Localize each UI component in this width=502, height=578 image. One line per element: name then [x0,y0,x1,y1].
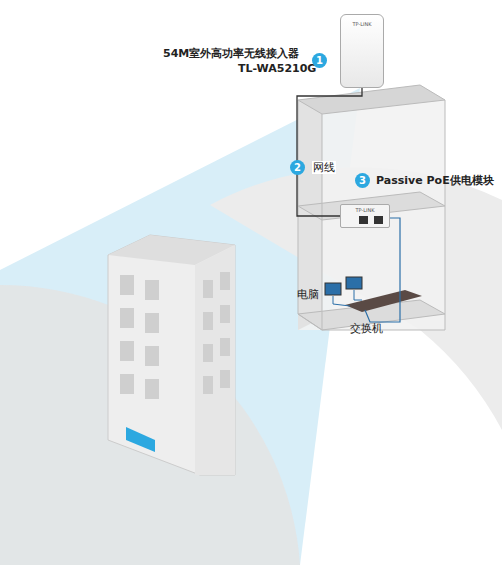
callout-number: 2 [290,160,305,175]
cable-label: 网线 [312,161,336,174]
switch [345,290,422,312]
brand-text: TP-LINK [341,21,383,27]
building-edge [322,114,323,330]
poe-module: TP-LINK [340,204,390,228]
door [126,427,155,452]
rj45-port [359,216,368,224]
monitor [325,283,341,295]
device-name: 54M室外高功率无线接入器 [163,47,299,60]
access-point: TP-LINK [340,14,384,88]
callout-number: 1 [312,53,327,68]
monitor [346,277,362,289]
switch-label: 交换机 [350,322,383,335]
network-cable [297,88,362,216]
building-outline [298,100,445,330]
building [108,235,235,475]
floor-slab [298,85,445,114]
callout-number: 3 [355,173,370,188]
brand-text: TP-LINK [341,207,389,213]
building-glass [298,85,445,330]
pc-cable [354,290,362,300]
model-number: TL-WA5210G [238,62,316,75]
module-name: Passive PoE供电模块 [376,174,494,187]
pc-cable [333,296,350,306]
building-side [195,245,235,475]
rj45-port [374,216,383,224]
pc-label: 电脑 [297,288,319,301]
switch-cable [365,218,400,322]
windows [120,272,230,399]
